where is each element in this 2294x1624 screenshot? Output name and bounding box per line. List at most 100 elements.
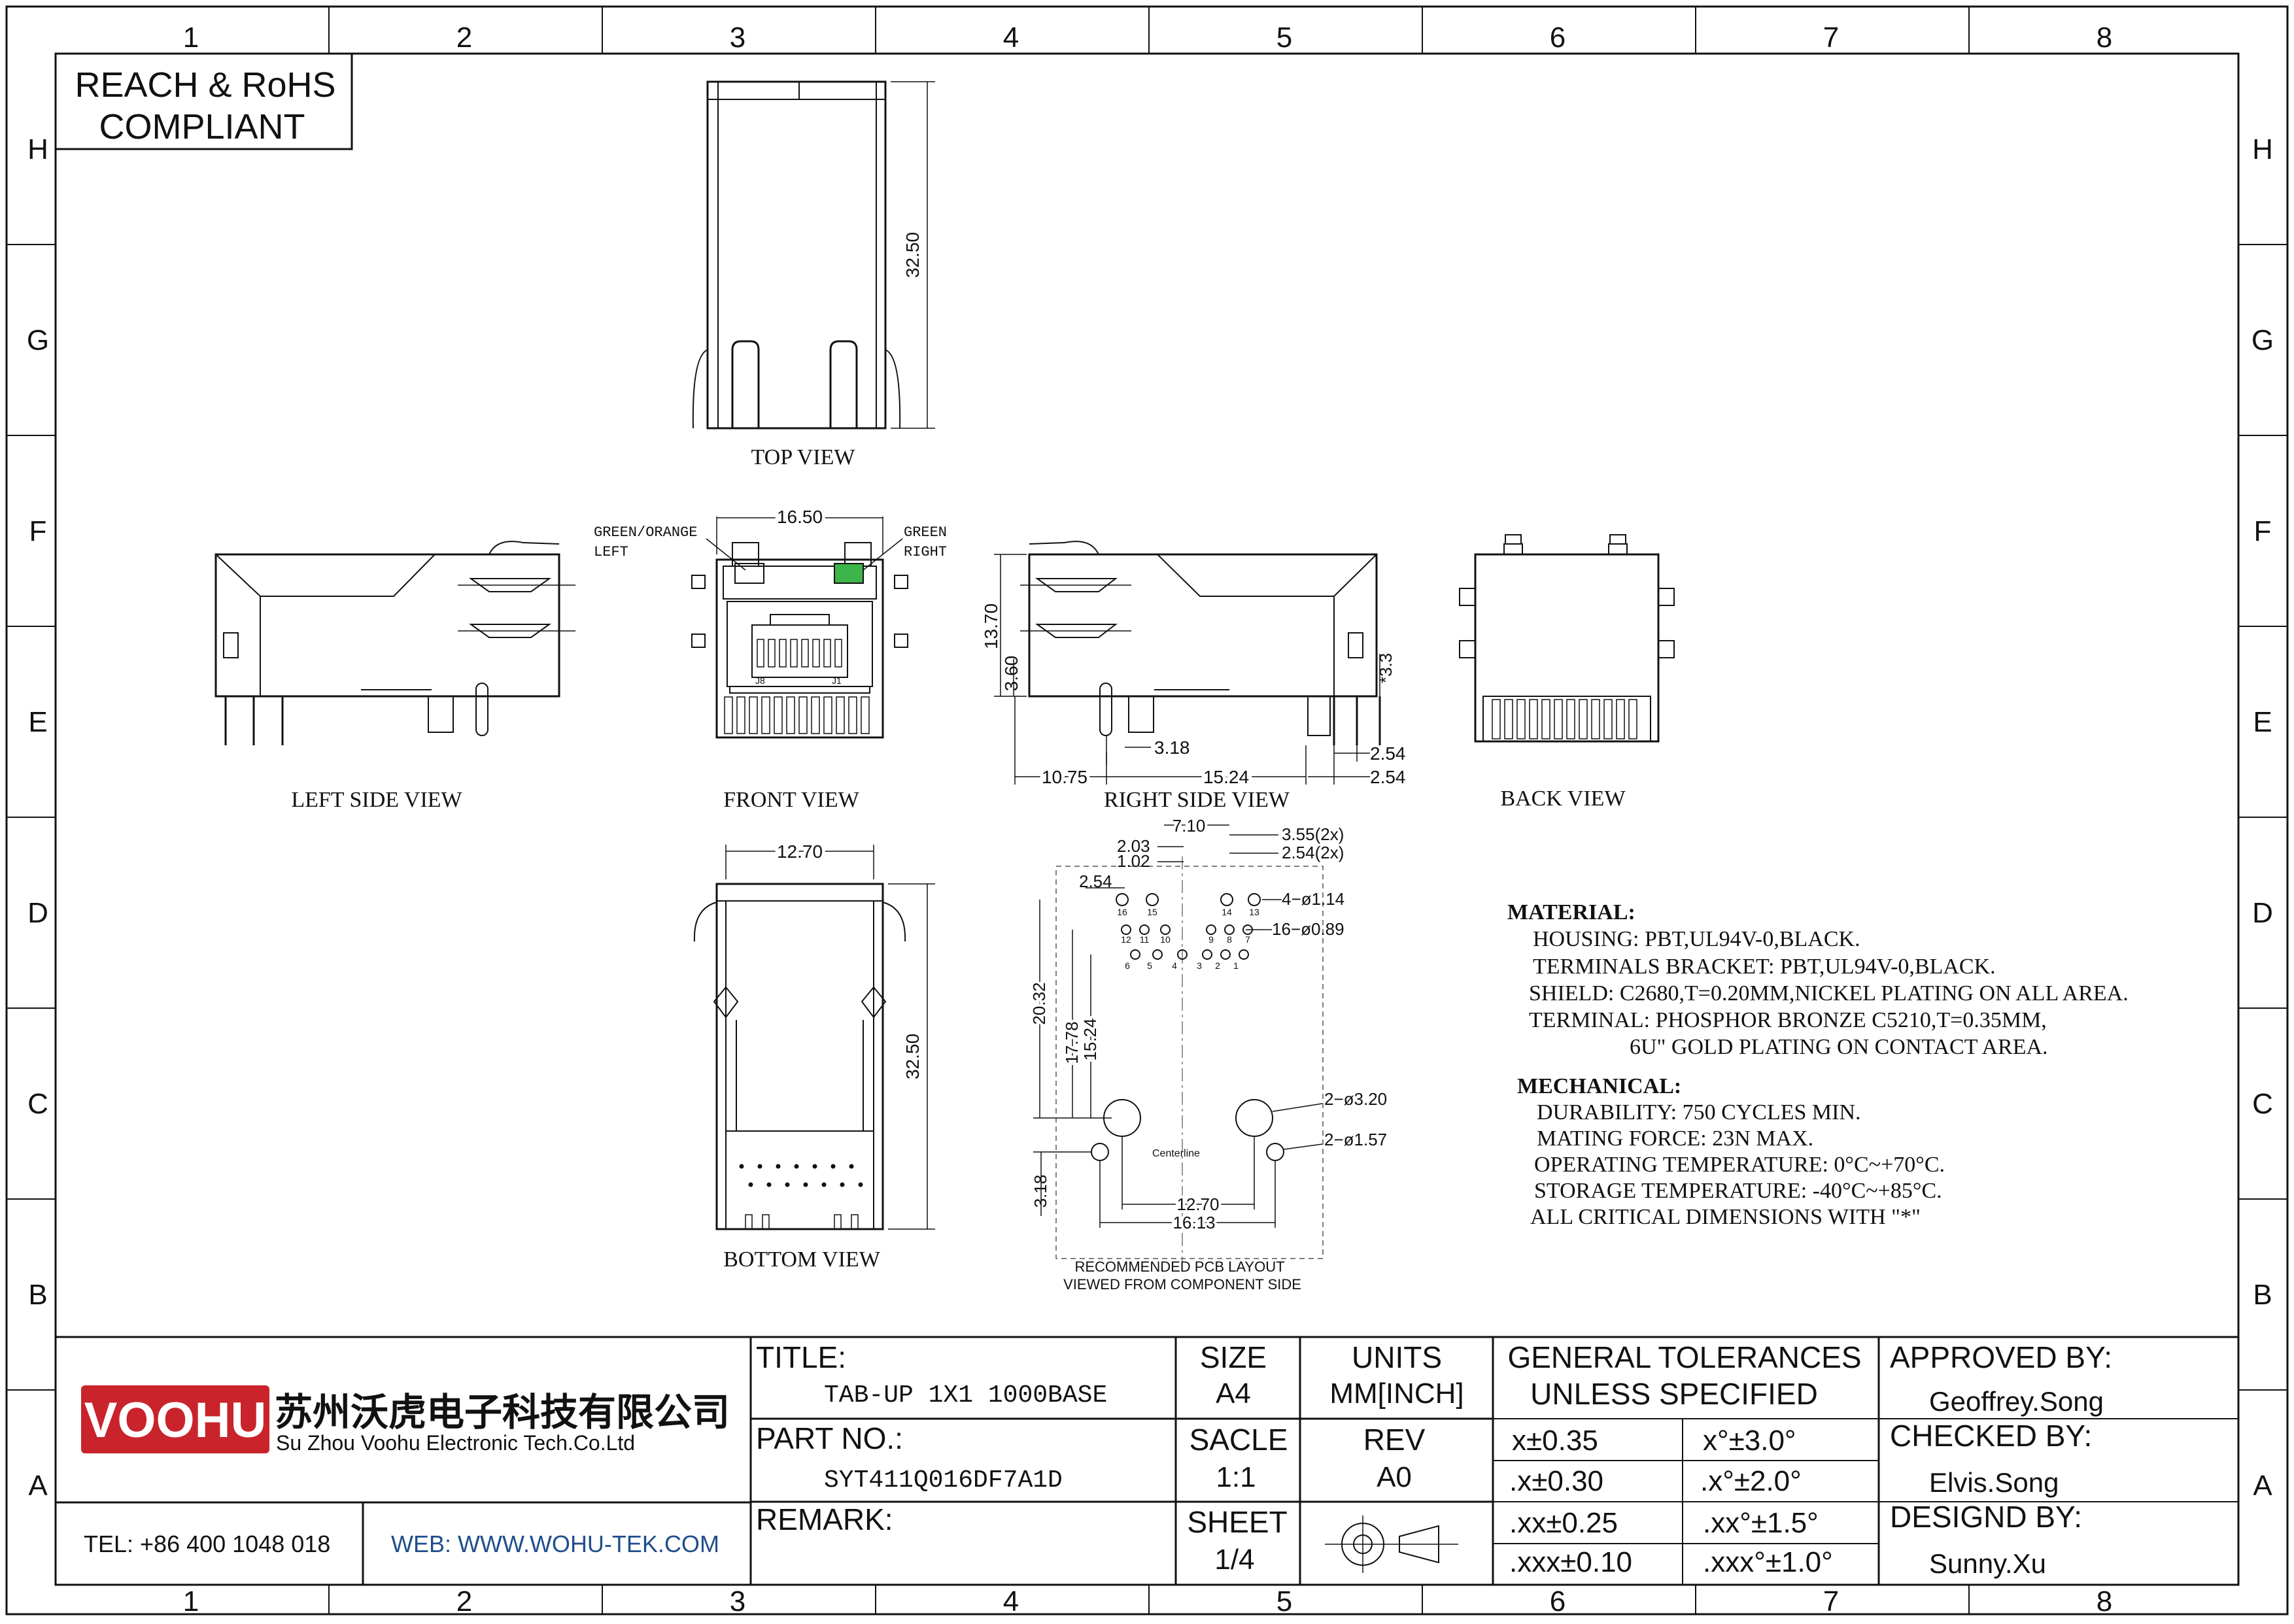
dim-rs-15-24: 15.24 bbox=[1203, 767, 1249, 787]
zone-row-right-E: E bbox=[2253, 706, 2272, 738]
mechanical-line-5: ALL CRITICAL DIMENSIONS WITH "*" bbox=[1530, 1205, 1921, 1229]
compliance-line-1: REACH & RoHS bbox=[75, 65, 335, 105]
dim-bottom-width: 12.70 bbox=[777, 841, 823, 862]
pcb-holes bbox=[1116, 893, 1261, 960]
zone-row-right-C: C bbox=[2252, 1088, 2273, 1120]
front-pin bbox=[724, 696, 733, 734]
mechanical-line-3: OPERATING TEMPERATURE: 0°C~+70°C. bbox=[1534, 1153, 1945, 1177]
pcb-pin-label: 12 bbox=[1121, 934, 1131, 945]
mechanical-line-1: DURABILITY: 750 CYCLES MIN. bbox=[1537, 1100, 1861, 1125]
tol-linear-1: x±0.35 bbox=[1512, 1425, 1598, 1457]
notes: MATERIAL: HOUSING: PBT,UL94V-0,BLACK. TE… bbox=[1507, 900, 2129, 1229]
back-pins bbox=[1492, 699, 1637, 739]
dim-pcb-2-54x: 2.54(2x) bbox=[1282, 843, 1344, 862]
led-label-right-2: RIGHT bbox=[904, 544, 947, 560]
material-heading: MATERIAL: bbox=[1507, 900, 1635, 924]
front-pin bbox=[811, 696, 820, 734]
pcb-hole bbox=[1177, 949, 1188, 960]
front-pin bbox=[848, 696, 857, 734]
front-contact bbox=[834, 639, 842, 668]
zone-col-top-3: 3 bbox=[730, 22, 745, 54]
dim-pcb-2-320: 2−ø3.20 bbox=[1324, 1089, 1387, 1109]
zone-col-bot-5: 5 bbox=[1276, 1585, 1292, 1617]
company-web: WEB: WWW.WOHU-TEK.COM bbox=[391, 1531, 719, 1557]
front-pin bbox=[786, 696, 795, 734]
front-contact bbox=[823, 639, 831, 668]
bottom-dot bbox=[858, 1182, 863, 1187]
back-pin bbox=[1591, 699, 1600, 739]
tol-angular-3: .xx°±1.5° bbox=[1703, 1507, 1819, 1539]
led-label-left-2: LEFT bbox=[594, 544, 628, 560]
label-top-view: TOP VIEW bbox=[751, 445, 856, 469]
dim-pcb-12-70: 12.70 bbox=[1176, 1194, 1219, 1214]
bottom-post bbox=[762, 1214, 770, 1230]
zone-row-right-A: A bbox=[2253, 1470, 2272, 1502]
inner-frame bbox=[54, 52, 2240, 1586]
tol-linear-3: .xx±0.25 bbox=[1509, 1507, 1618, 1539]
zone-labels: 1 2 3 4 5 6 7 8 1 2 3 4 5 6 7 8 H G F E … bbox=[27, 22, 2274, 1617]
tol-linear-4: .xxx±0.10 bbox=[1509, 1546, 1632, 1578]
zone-row-left-F: F bbox=[29, 515, 47, 547]
label-back-view: BACK VIEW bbox=[1500, 787, 1626, 811]
led-label-right-1: GREEN bbox=[904, 524, 947, 541]
bottom-dot bbox=[803, 1182, 808, 1187]
zone-row-left-C: C bbox=[27, 1088, 48, 1120]
front-contacts bbox=[757, 639, 842, 668]
projection-symbol-icon bbox=[1325, 1515, 1458, 1573]
pcb-hole bbox=[1160, 924, 1171, 935]
top-view: 32.50 TOP VIEW bbox=[692, 80, 935, 469]
pcb-hole bbox=[1121, 924, 1131, 935]
pcb-pin-label: 6 bbox=[1125, 960, 1130, 971]
back-pin bbox=[1516, 699, 1526, 739]
zone-row-right-D: D bbox=[2252, 897, 2273, 929]
dim-pcb-1-02: 1.02 bbox=[1117, 851, 1150, 871]
pcb-hole bbox=[1152, 949, 1163, 960]
zone-col-top-4: 4 bbox=[1003, 22, 1019, 54]
pcb-pin-label: 4 bbox=[1172, 960, 1177, 971]
title-value: TAB-UP 1X1 1000BASE bbox=[824, 1381, 1107, 1410]
mechanical-line-4: STORAGE TEMPERATURE: -40°C~+85°C. bbox=[1534, 1179, 1942, 1203]
front-pins bbox=[724, 696, 870, 734]
bottom-dot bbox=[748, 1182, 753, 1187]
dim-rs-10-75: 10.75 bbox=[1042, 767, 1087, 787]
pcb-pin-label: 13 bbox=[1249, 907, 1259, 917]
back-pin bbox=[1492, 699, 1501, 739]
dim-rs-3-60: 3.60 bbox=[1001, 656, 1021, 692]
back-pin bbox=[1579, 699, 1588, 739]
dim-pcb-17-78: 17.78 bbox=[1062, 1021, 1082, 1064]
pcb-centerline-label: Centerline bbox=[1152, 1148, 1200, 1159]
front-pin-j1: J1 bbox=[832, 675, 842, 686]
label-front-view: FRONT VIEW bbox=[723, 788, 859, 812]
tolerance-title-2: UNLESS SPECIFIED bbox=[1530, 1377, 1818, 1411]
company-name-cn: 苏州沃虎电子科技有限公司 bbox=[275, 1391, 730, 1434]
voohu-logo bbox=[81, 1385, 269, 1453]
zone-row-right-F: F bbox=[2254, 515, 2272, 547]
label-bottom-view: BOTTOM VIEW bbox=[723, 1247, 880, 1272]
dim-top-height: 32.50 bbox=[902, 232, 923, 278]
zone-col-bot-2: 2 bbox=[456, 1585, 472, 1617]
dim-pcb-2-54: 2.54 bbox=[1079, 871, 1112, 891]
remark-label: REMARK: bbox=[756, 1502, 893, 1536]
front-contact bbox=[757, 639, 764, 668]
bottom-dot bbox=[766, 1182, 772, 1187]
front-contact bbox=[768, 639, 776, 668]
outer-frame bbox=[5, 5, 2289, 1616]
bottom-dot bbox=[757, 1164, 762, 1169]
bottom-post bbox=[851, 1214, 859, 1230]
zone-row-left-B: B bbox=[28, 1279, 47, 1311]
pcb-pin-label: 15 bbox=[1147, 907, 1157, 917]
part-value: SYT411Q016DF7A1D bbox=[824, 1466, 1063, 1495]
dim-pcb-15-24: 15.24 bbox=[1080, 1018, 1100, 1060]
tolerance-title-1: GENERAL TOLERANCES bbox=[1507, 1340, 1861, 1374]
dim-pcb-20-32: 20.32 bbox=[1029, 982, 1049, 1024]
back-pin bbox=[1541, 699, 1550, 739]
pcb-hole bbox=[1202, 949, 1212, 960]
front-contact bbox=[801, 639, 809, 668]
dim-rs-2-54b: 2.54 bbox=[1370, 767, 1406, 787]
pcb-pin-label: 10 bbox=[1160, 934, 1171, 945]
led-label-left-1: GREEN/ORANGE bbox=[594, 524, 697, 541]
tol-angular-1: x°±3.0° bbox=[1703, 1425, 1796, 1457]
dim-pcb-7-10: 7.10 bbox=[1173, 816, 1206, 836]
